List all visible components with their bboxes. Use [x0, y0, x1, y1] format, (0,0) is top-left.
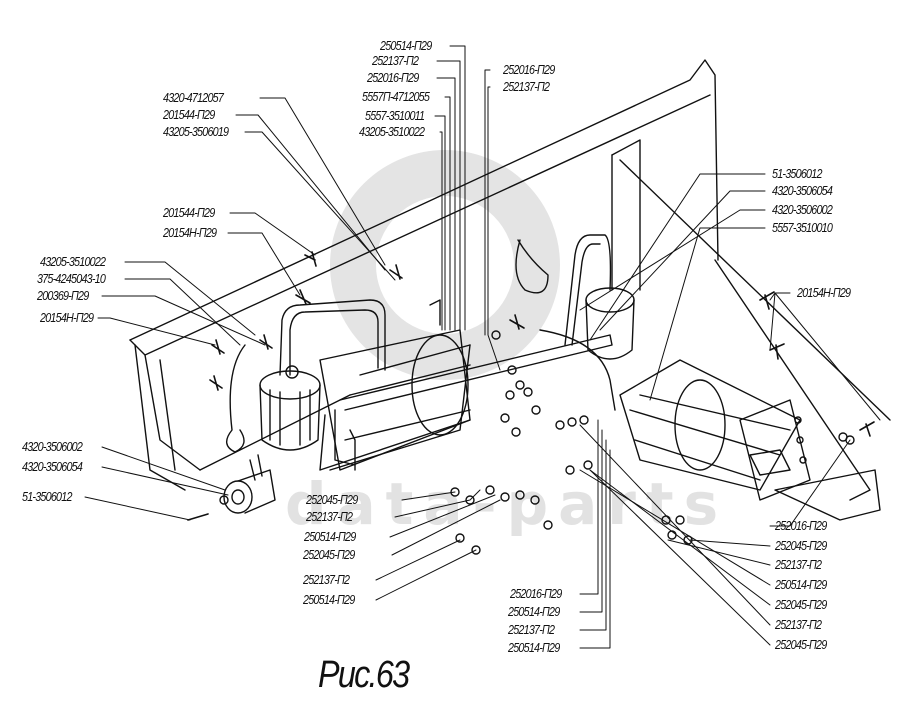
label-top-252137-p2: 252137-П2 — [372, 54, 419, 68]
label-4320-4712057: 4320-4712057 — [163, 91, 224, 105]
label-252045-p29-br-c: 252045-П29 — [775, 638, 827, 652]
label-250514-p29-bl-a: 250514-П29 — [304, 530, 356, 544]
label-20154h-p29-right: 20154Н-П29 — [797, 286, 851, 300]
leader-lines — [84, 45, 881, 649]
air-lines — [334, 299, 613, 471]
label-252137-p2-bl-a: 252137-П2 — [306, 510, 353, 524]
left-receiver — [319, 329, 471, 471]
label-201544-p29-a: 201544-П29 — [163, 108, 215, 122]
label-252045-p29-bl-a: 252045-П29 — [306, 493, 358, 507]
label-250514-p29-bc-b: 250514-П29 — [508, 641, 560, 655]
label-top-43205-3510022: 43205-3510022 — [359, 125, 425, 139]
figure-caption: Рис.63 — [318, 654, 410, 696]
label-252045-p29-br-a: 252045-П29 — [775, 539, 827, 553]
label-252137-p2-br-a: 252137-П2 — [775, 558, 822, 572]
label-top-252016-p29-b: 252016-П29 — [503, 63, 555, 77]
label-51-3506012-left: 51-3506012 — [22, 490, 72, 504]
label-43205-3506019: 43205-3506019 — [163, 125, 229, 139]
label-top-5557p-4712055: 5557П-4712055 — [362, 90, 430, 104]
label-top-252016-p29: 252016-П29 — [367, 71, 419, 85]
label-250514-p29-bl-b: 250514-П29 — [303, 593, 355, 607]
label-4320-3506002-right: 4320-3506002 — [772, 203, 833, 217]
label-20154h-p29-a: 20154Н-П29 — [163, 226, 217, 240]
frame-rail — [129, 59, 891, 501]
label-252137-p2-bc: 252137-П2 — [508, 623, 555, 637]
label-4320-3506054-left: 4320-3506054 — [22, 460, 83, 474]
left-regulator — [223, 344, 276, 514]
label-252137-p2-br-b: 252137-П2 — [775, 618, 822, 632]
label-top-5557-3510011: 5557-3510011 — [365, 109, 425, 123]
left-filter — [259, 299, 386, 451]
watermark-text: data-parts — [285, 470, 729, 538]
label-top-252137-p2-b: 252137-П2 — [503, 80, 550, 94]
label-43205-3510022: 43205-3510022 — [40, 255, 106, 269]
right-filter — [515, 234, 635, 411]
label-252045-p29-br-b: 252045-П29 — [775, 598, 827, 612]
label-252016-p29-bc: 252016-П29 — [510, 587, 562, 601]
label-5557-3510010: 5557-3510010 — [772, 221, 833, 235]
label-375-4245043-10: 375-4245043-10 — [37, 272, 106, 286]
bolts — [187, 251, 875, 521]
label-51-3506012-right: 51-3506012 — [772, 167, 822, 181]
right-receiver — [619, 359, 881, 521]
label-252045-p29-bl-b: 252045-П29 — [303, 548, 355, 562]
label-250514-p29-bc-a: 250514-П29 — [508, 605, 560, 619]
label-252137-p2-bl-b: 252137-П2 — [303, 573, 350, 587]
label-20154h-p29-b: 20154Н-П29 — [40, 311, 94, 325]
washers-nuts — [219, 330, 855, 555]
label-4320-3506054-right: 4320-3506054 — [772, 184, 833, 198]
label-4320-3506002-left: 4320-3506002 — [22, 440, 83, 454]
label-200369-p29: 200369-П29 — [37, 289, 89, 303]
label-252016-p29-br: 252016-П29 — [775, 519, 827, 533]
label-250514-p29-br: 250514-П29 — [775, 578, 827, 592]
label-top-250514-p29: 250514-П29 — [380, 39, 432, 53]
label-201544-p29-b: 201544-П29 — [163, 206, 215, 220]
